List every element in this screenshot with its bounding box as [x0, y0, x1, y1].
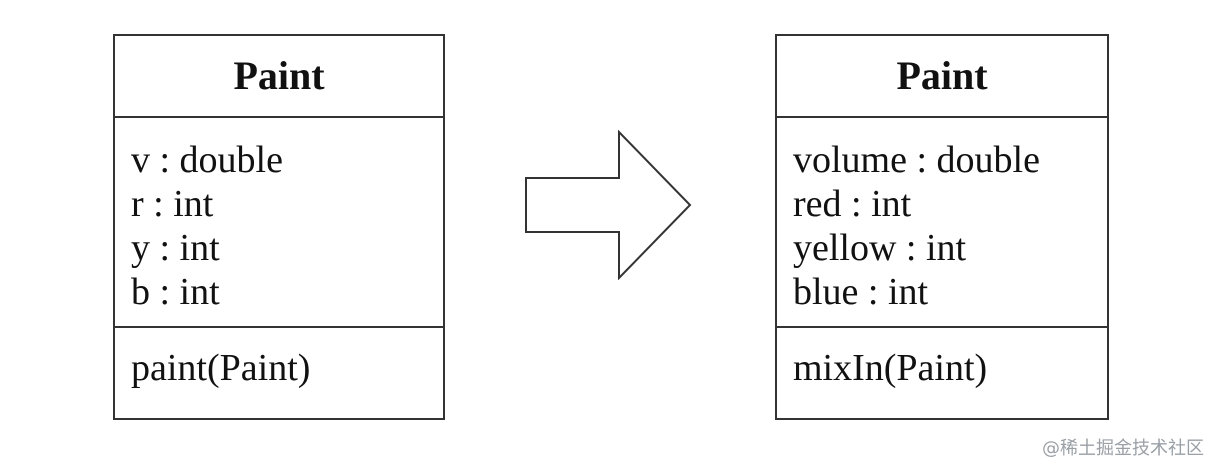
class-name: Paint: [233, 53, 325, 98]
operation: paint(Paint): [131, 347, 311, 389]
attribute: blue : int: [793, 271, 929, 313]
attribute: volume : double: [793, 139, 1040, 181]
attribute: r : int: [131, 183, 214, 225]
uml-class-before: Paint v : double r : int y : int b : int…: [113, 34, 445, 420]
class-name: Paint: [896, 53, 988, 98]
right-arrow-icon: [525, 130, 692, 280]
attribute: b : int: [131, 271, 220, 313]
class-name-compartment: Paint: [777, 36, 1107, 118]
operations-compartment: mixIn(Paint): [777, 328, 1107, 390]
watermark: @稀土掘金技术社区: [1042, 438, 1204, 459]
attribute: v : double: [131, 139, 283, 181]
attribute: red : int: [793, 183, 912, 225]
uml-class-after: Paint volume : double red : int yellow :…: [775, 34, 1109, 420]
operations-compartment: paint(Paint): [115, 328, 443, 390]
attribute: yellow : int: [793, 227, 967, 269]
attributes-compartment: v : double r : int y : int b : int: [115, 118, 443, 328]
attributes-compartment: volume : double red : int yellow : int b…: [777, 118, 1107, 328]
class-name-compartment: Paint: [115, 36, 443, 118]
operation: mixIn(Paint): [793, 347, 988, 389]
attribute: y : int: [131, 227, 220, 269]
